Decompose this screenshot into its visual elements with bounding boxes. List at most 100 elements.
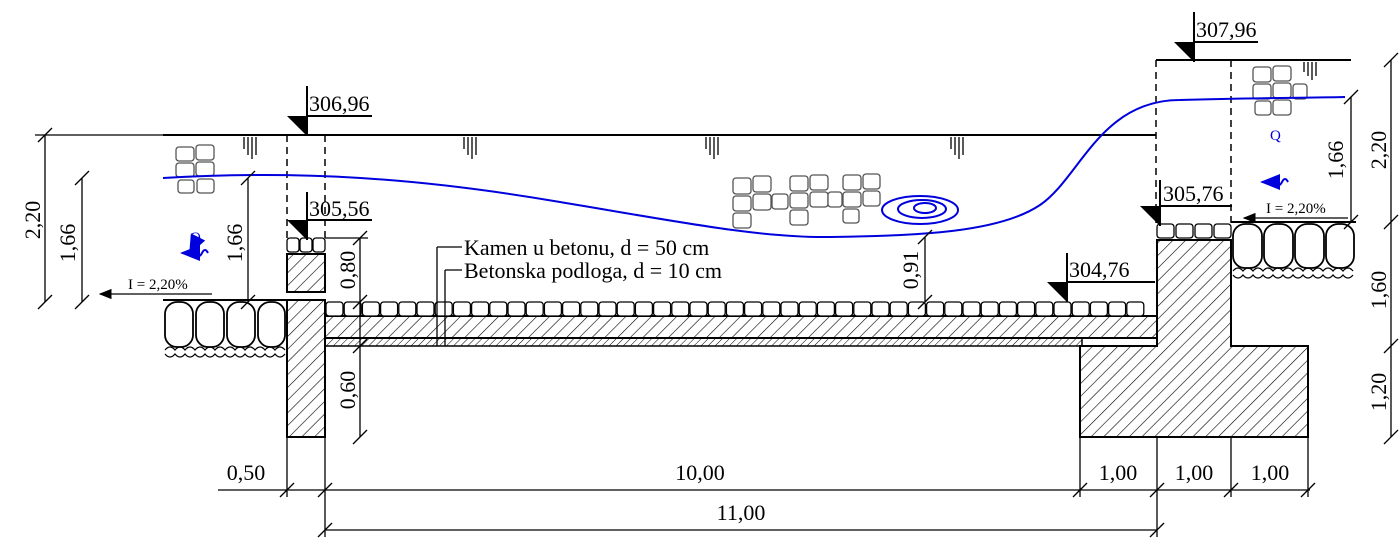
bottom-tile [889, 301, 908, 317]
bottom-tile [962, 301, 981, 317]
elevation-marker-left-inner: 305,56 [287, 192, 372, 240]
bottom-tile [871, 301, 890, 317]
left-wall [286, 299, 326, 438]
dim-wall-080-060 [325, 230, 368, 445]
bottom-tile [853, 301, 872, 317]
elevation-marker-bottom: 304,76 [1047, 253, 1155, 302]
bottom-tile [1016, 301, 1036, 317]
background-stones-left [175, 144, 215, 194]
dim-label-total-1100: 11,00 [717, 500, 766, 525]
elevation-marker-right-top: 307,96 [1174, 12, 1258, 62]
dim-label-depth-091: 0,91 [898, 251, 923, 290]
dim-label-right-166: 1,66 [1323, 141, 1348, 180]
bottom-tile [707, 301, 726, 317]
bottom-tile [652, 301, 672, 317]
dim-label-bottom-1000: 10,00 [675, 460, 725, 485]
bottom-tile [980, 301, 999, 317]
bottom-tiles [325, 301, 1145, 317]
bottom-tile [671, 301, 690, 317]
bottom-tile [1107, 301, 1127, 317]
flow-symbol-right: Q [1260, 128, 1289, 190]
dim-label-left-220: 2,20 [20, 201, 45, 240]
bottom-tile [798, 301, 817, 317]
bottom-tile [543, 301, 563, 317]
water-surface-line [162, 96, 1346, 239]
dim-right-outer [1383, 52, 1399, 445]
left-cap-tiles [286, 237, 326, 253]
dim-label-wall-060: 0,60 [335, 371, 360, 410]
dim-bottom-row-1 [218, 437, 1316, 498]
bottom-tile [998, 301, 1018, 317]
bottom-tile [1035, 301, 1054, 317]
bottom-tile [725, 301, 745, 317]
dim-depth-091 [917, 229, 933, 310]
dim-label-bottom-100-c: 1,00 [1251, 460, 1290, 485]
right-riprap [1232, 223, 1355, 279]
bottom-tile [507, 301, 526, 317]
layer-callouts: Kamen u betonu, d = 50 cm Betonska podlo… [436, 235, 722, 346]
dim-right-166 [1343, 89, 1359, 230]
bottom-tile [489, 301, 508, 317]
bottom-tile [816, 301, 836, 317]
slope-label-right: I = 2,20% [1266, 201, 1326, 217]
left-wall-cap [286, 253, 326, 293]
dim-label-wall-080: 0,80 [335, 251, 360, 290]
elevation-right-top: 307,96 [1196, 17, 1257, 42]
flow-symbol-left: Q [180, 230, 209, 261]
bottom-tile [780, 301, 799, 317]
dim-left-166-inner [240, 170, 256, 310]
bottom-tile [580, 301, 599, 317]
bottom-tile [1053, 301, 1072, 317]
dim-label-bottom-050: 0,50 [227, 460, 266, 485]
dim-label-right-220: 2,20 [1366, 131, 1391, 170]
elevation-left-top: 306,96 [309, 91, 370, 116]
layer-label-stone-concrete: Kamen u betonu, d = 50 cm [464, 235, 709, 260]
bottom-tile [434, 301, 453, 317]
flow-label-left: Q [190, 230, 201, 246]
bottom-tile [944, 301, 963, 317]
bottom-tile [379, 301, 399, 317]
background-stones-center [732, 173, 881, 229]
flow-label-right: Q [1270, 128, 1281, 144]
concrete-base-layer [324, 337, 1083, 347]
elevation-bottom: 304,76 [1069, 257, 1130, 282]
bottom-tile [1126, 301, 1145, 317]
slope-label-left: I = 2,20% [128, 277, 188, 293]
grass-marks [243, 62, 1317, 159]
bottom-tile [361, 301, 381, 317]
slope-left: I = 2,20% [98, 277, 212, 300]
dim-left-220 [35, 127, 170, 310]
background-stones-right [1252, 65, 1308, 116]
layer-label-concrete-base: Betonska podloga, d = 10 cm [464, 258, 722, 283]
elevation-right-inner: 305,76 [1163, 181, 1224, 206]
bottom-tile [598, 301, 617, 317]
right-cap-tiles [1156, 223, 1232, 239]
bottom-tile [616, 301, 635, 317]
elevation-left-inner: 305,56 [309, 196, 370, 221]
vortex-symbol [881, 195, 959, 225]
stone-in-concrete-layer [324, 315, 1158, 339]
dim-label-left-166-outer: 1,66 [55, 224, 80, 263]
bottom-tile [834, 301, 854, 317]
bottom-tile [689, 301, 708, 317]
bottom-tile [561, 301, 581, 317]
dim-label-right-120: 1,20 [1366, 373, 1391, 412]
bottom-tile [525, 301, 544, 317]
bottom-tile [925, 301, 945, 317]
slope-right: I = 2,20% [1242, 201, 1348, 224]
bottom-tile [743, 301, 763, 317]
bottom-tile [325, 301, 344, 317]
dim-label-bottom-100-b: 1,00 [1175, 460, 1214, 485]
bottom-tile [1071, 301, 1090, 317]
elevation-marker-left-top: 306,96 [287, 86, 372, 136]
elevation-marker-right-inner: 305,76 [1140, 180, 1232, 226]
dim-left-166-outer [74, 170, 90, 310]
dim-label-right-160: 1,60 [1366, 271, 1391, 310]
bottom-tile [1089, 301, 1109, 317]
dim-label-left-166-inner: 1,66 [222, 224, 247, 263]
bottom-tile [470, 301, 490, 317]
bottom-tile [398, 301, 417, 317]
dim-bottom-row-2 [317, 497, 1165, 538]
